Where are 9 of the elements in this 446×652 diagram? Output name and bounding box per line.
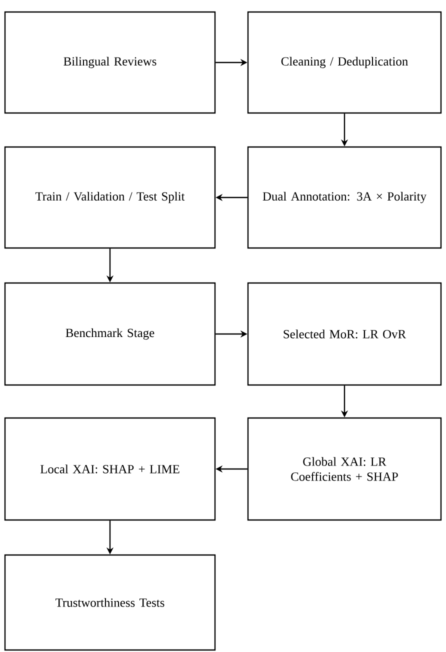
process-box: Train / Validation / Test Split	[4, 146, 216, 249]
process-box: Local XAI: SHAP + LIME	[4, 417, 216, 521]
process-box: Global XAI: LR Coefficients + SHAP	[247, 417, 442, 521]
process-box: Cleaning / Deduplication	[247, 11, 442, 114]
process-box: Dual Annotation: 3A × Polarity	[247, 146, 442, 249]
process-box: Benchmark Stage	[4, 282, 216, 386]
process-box: Selected MoR: LR OvR	[247, 282, 442, 386]
process-box: Trustworthiness Tests	[4, 554, 216, 651]
process-box: Bilingual Reviews	[4, 11, 216, 114]
